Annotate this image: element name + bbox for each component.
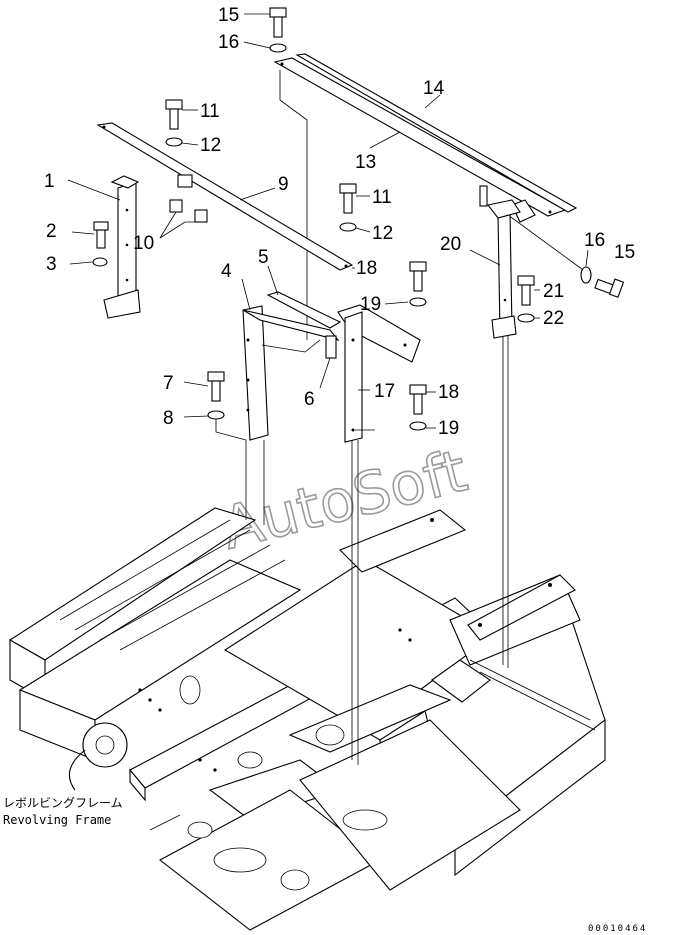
frame-label-english: Revolving Frame bbox=[3, 813, 111, 827]
callout-5: 5 bbox=[258, 247, 269, 268]
part-5-plate bbox=[266, 291, 342, 329]
callout-numbers: 1 2 3 4 5 6 7 8 9 10 11 12 13 14 15 16 1… bbox=[44, 5, 635, 439]
part-6-block bbox=[325, 335, 337, 359]
callout-15-second: 15 bbox=[614, 242, 635, 263]
callout-2: 2 bbox=[46, 221, 57, 242]
callout-18: 18 bbox=[356, 258, 377, 279]
callout-12-second: 12 bbox=[372, 223, 393, 244]
callout-17: 17 bbox=[374, 381, 395, 402]
callout-19-second: 19 bbox=[438, 418, 459, 439]
frame-label-japanese: レボルビングフレーム bbox=[3, 796, 123, 810]
callout-11-second: 11 bbox=[372, 187, 392, 208]
callout-16: 16 bbox=[218, 32, 239, 53]
part-9-bar bbox=[96, 122, 354, 271]
callout-19: 19 bbox=[360, 294, 381, 315]
callout-1: 1 bbox=[44, 171, 55, 192]
callout-4: 4 bbox=[221, 261, 232, 282]
callout-20: 20 bbox=[440, 234, 461, 255]
part-17-post bbox=[337, 304, 421, 443]
part-13-14-rail bbox=[273, 53, 578, 223]
part-20-post bbox=[487, 199, 521, 339]
revolving-frame bbox=[8, 507, 606, 931]
callout-leaders bbox=[67, 13, 589, 831]
callout-11: 11 bbox=[200, 101, 220, 122]
callout-13: 13 bbox=[355, 152, 376, 173]
callout-8: 8 bbox=[163, 408, 174, 429]
fasteners bbox=[92, 7, 625, 441]
callout-14: 14 bbox=[423, 78, 445, 99]
callout-18-second: 18 bbox=[438, 382, 459, 403]
callout-3: 3 bbox=[46, 254, 57, 275]
callout-16-second: 16 bbox=[584, 230, 605, 251]
callout-21: 21 bbox=[543, 281, 564, 302]
callout-6: 6 bbox=[304, 389, 315, 410]
part-1-post bbox=[103, 175, 141, 319]
callout-12: 12 bbox=[200, 135, 221, 156]
callout-22: 22 bbox=[543, 308, 564, 329]
assembly-guide-lines bbox=[245, 70, 591, 765]
callout-9: 9 bbox=[278, 174, 289, 195]
autosoft-watermark: AutoSoft bbox=[215, 436, 473, 562]
part-4-bracket bbox=[242, 305, 340, 441]
callout-15: 15 bbox=[218, 5, 239, 26]
document-number: 00010464 bbox=[588, 924, 647, 934]
callout-7: 7 bbox=[163, 373, 174, 394]
callout-10: 10 bbox=[133, 233, 154, 254]
